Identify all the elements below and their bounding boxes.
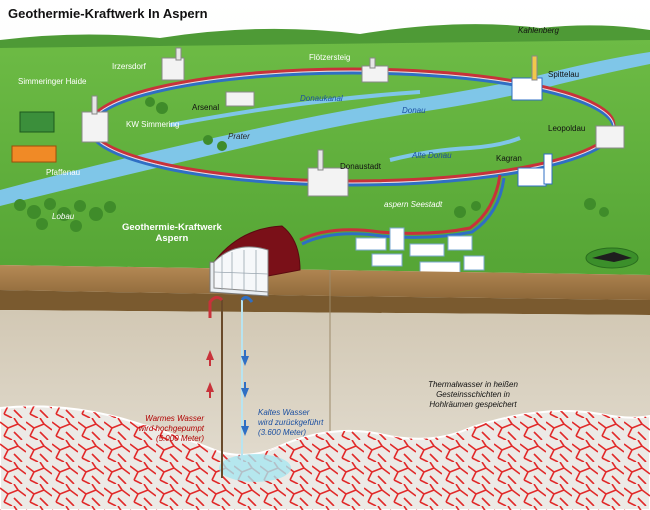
label-donaustadt: Donaustadt	[340, 162, 381, 171]
rock-cracks	[0, 406, 650, 510]
trees	[14, 97, 609, 232]
label-leopoldau: Leopoldau	[548, 124, 586, 133]
plant-donaustadt	[307, 167, 349, 197]
plant-label: Geothermie-Kraftwerk Aspern	[122, 222, 222, 244]
reservoir-note: Thermalwasser in heißen Gesteinsschichte…	[418, 380, 528, 410]
soil-layer	[0, 290, 650, 315]
plant-simmeringer-haide	[19, 111, 55, 133]
cold-water-label: Kaltes Wasser wird zurückgeführt (3.600 …	[258, 408, 323, 438]
label-donaukanal: Donaukanal	[300, 94, 343, 103]
note-line3: Hohlräumen gespeichert	[429, 400, 517, 409]
warm-line1: Warmes Wasser	[145, 414, 204, 423]
label-floetzersteig: Flötzersteig	[309, 53, 351, 62]
injection-pipe-top	[240, 295, 254, 303]
warm-water-label: Warmes Wasser wird hochgepumpt (5.000 Me…	[126, 414, 204, 444]
label-prater: Prater	[228, 132, 250, 141]
plant-pfaffenau	[11, 145, 57, 163]
plant-arsenal	[225, 91, 255, 107]
warm-arrows	[206, 350, 214, 398]
warm-line2: wird hochgepumpt	[138, 424, 204, 433]
plant-leopoldau	[595, 125, 625, 149]
note-line1: Thermalwasser in heißen	[428, 380, 518, 389]
label-alte-donau: Alte Donau	[412, 151, 452, 160]
cold-line1: Kaltes Wasser	[258, 408, 310, 417]
compass-icon	[585, 247, 639, 269]
label-kagran: Kagran	[496, 154, 522, 163]
donaukanal-river	[169, 90, 421, 127]
plant-simmering	[81, 111, 109, 143]
label-kahlenberg: Kahlenberg	[518, 26, 559, 35]
thermal-reservoir	[219, 454, 291, 482]
label-arsenal: Arsenal	[192, 103, 220, 112]
label-pfaffenau: Pfaffenau	[46, 168, 81, 177]
plant-kagran	[517, 167, 547, 187]
label-spittelau: Spittelau	[548, 70, 580, 79]
label-simmeringer-haide: Simmeringer Haide	[18, 77, 87, 86]
page-title: Geothermie-Kraftwerk In Aspern	[8, 6, 208, 21]
note-line2: Gesteinsschichten in	[436, 390, 510, 399]
plant-label-line2: Aspern	[155, 233, 189, 244]
alte-donau-river	[389, 136, 521, 162]
feeder-pipe-cold	[301, 177, 506, 246]
label-lobau: Lobau	[52, 212, 75, 221]
cold-line2: wird zurückgeführt	[258, 418, 324, 427]
seestadt-buildings	[355, 227, 485, 275]
plant-irzersdorf	[161, 57, 185, 81]
label-irzersdorf: Irzersdorf	[112, 62, 146, 71]
warm-line3: (5.000 Meter)	[155, 434, 204, 443]
plant-spittelau	[511, 77, 543, 101]
buildings	[11, 47, 625, 275]
label-aspern-seestadt: aspern Seestadt	[384, 200, 443, 209]
production-pipe-top	[208, 295, 224, 318]
donau-river	[0, 52, 650, 206]
cold-arrows	[241, 350, 249, 436]
plant-label-line1: Geothermie-Kraftwerk	[122, 222, 222, 233]
label-donau: Donau	[402, 106, 426, 115]
label-kw-simmering: KW Simmering	[126, 120, 180, 129]
geothermal-plant	[209, 225, 301, 297]
cold-line3: (3.600 Meter)	[258, 428, 307, 437]
soil-edge	[0, 265, 650, 300]
feeder-pipe-hot	[299, 174, 502, 242]
